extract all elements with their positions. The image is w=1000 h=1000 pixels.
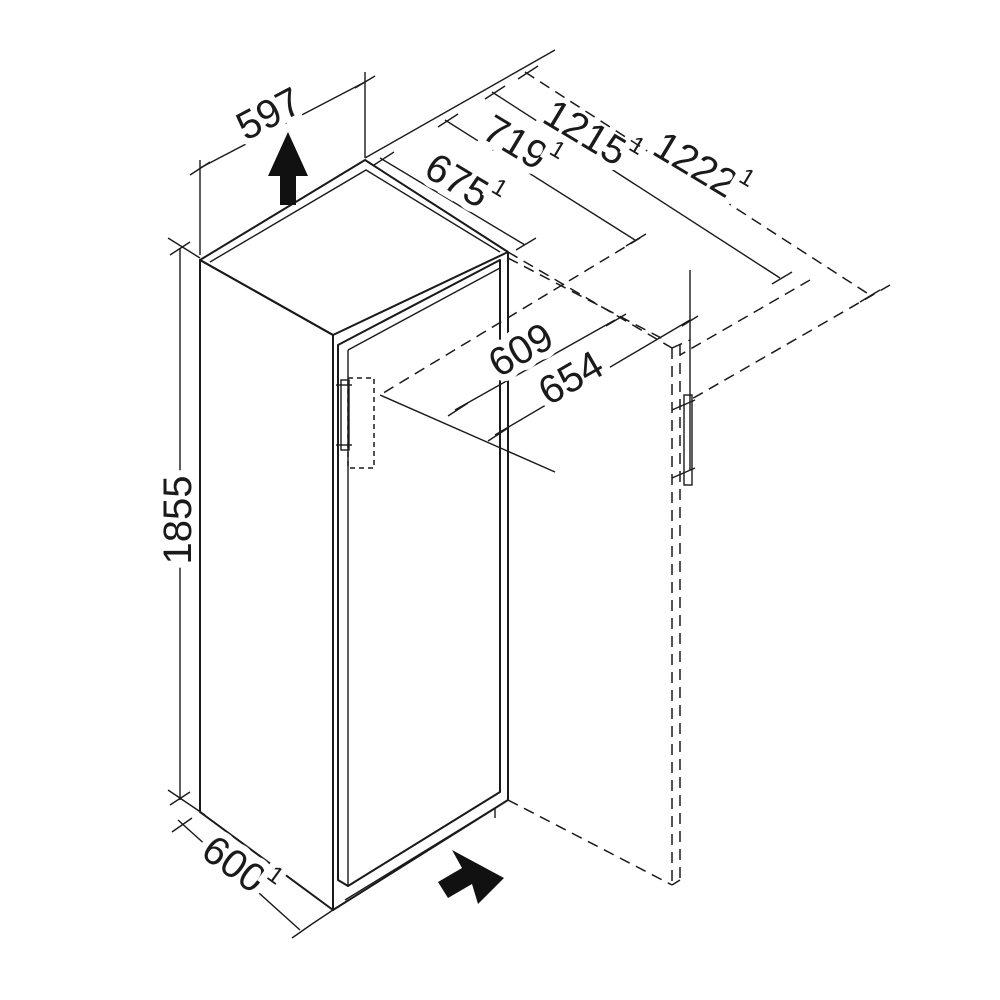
width-597-label: 597 xyxy=(229,79,309,149)
door-top-edge xyxy=(347,267,501,351)
depth-dimensions: 6751 7191 12151 12221 xyxy=(364,49,891,401)
base-plinth xyxy=(344,806,496,901)
handle-bar xyxy=(340,379,350,451)
ventilation-up-arrow-icon xyxy=(268,132,308,205)
left-side-face xyxy=(199,259,334,911)
depth-600-label: 6001 xyxy=(194,822,288,910)
depth-1215-label: 12151 xyxy=(536,85,650,181)
door xyxy=(336,259,501,887)
dim-depth-bottom: 6001 xyxy=(171,817,334,939)
width-dimensions: 609 654 xyxy=(379,270,699,473)
appliance-body xyxy=(199,159,509,911)
height-label: 1855 xyxy=(156,476,200,565)
door-panel xyxy=(337,259,501,887)
top-edge-detail xyxy=(209,169,501,263)
open-door-handle xyxy=(683,394,693,486)
handle-ghost xyxy=(347,377,375,469)
air-intake-arrow-icon xyxy=(438,850,504,904)
door-handle xyxy=(336,377,375,469)
dim-height: 1855 xyxy=(149,237,207,816)
depth-1222-label: 12221 xyxy=(646,117,760,213)
